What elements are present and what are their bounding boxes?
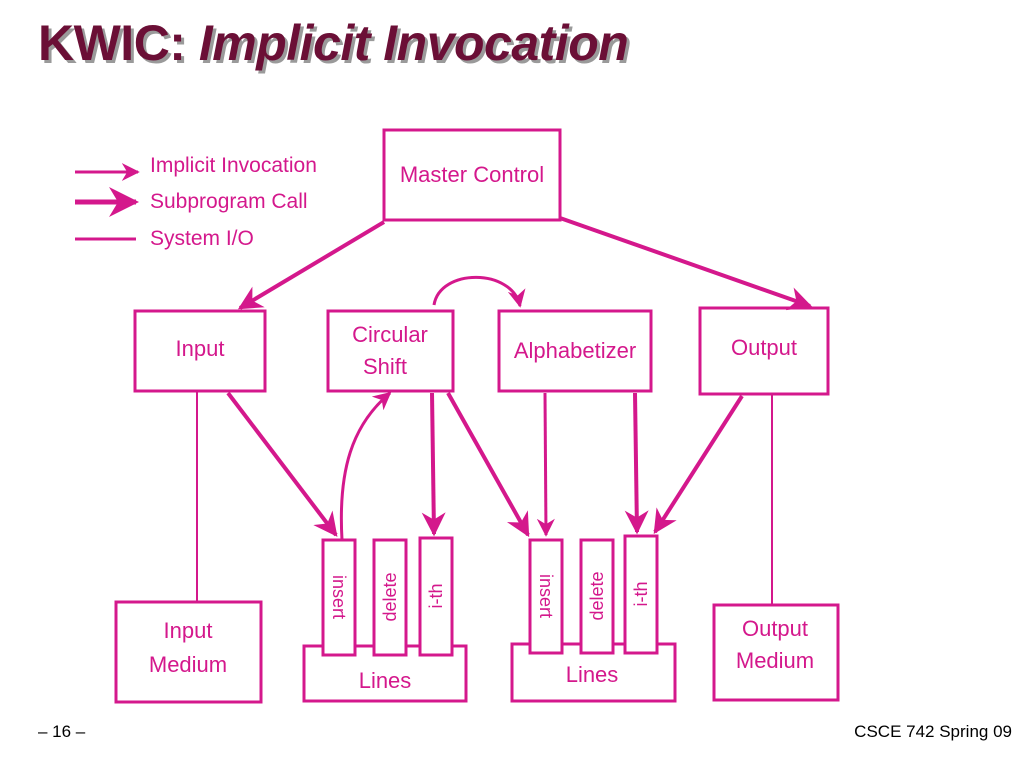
call-input-to-insert <box>226 391 338 537</box>
output-medium-label-1: Output <box>742 616 808 641</box>
lines-op-right-1: insert <box>536 574 556 618</box>
lines-op-left-3: i-th <box>426 583 446 608</box>
input-medium-label-2: Medium <box>149 652 227 677</box>
lines-op-box-left-1 <box>321 538 357 657</box>
call-shift-to-ith-left <box>421 392 446 537</box>
input-label: Input <box>176 336 225 361</box>
output-medium-box <box>712 603 840 702</box>
lines-op-right-3: i-th <box>631 581 651 606</box>
circular-shift-label-1: Circular <box>352 322 428 347</box>
master-control-box <box>382 128 562 222</box>
input-medium-label-1: Input <box>164 618 213 643</box>
call-master-to-input <box>237 220 386 310</box>
output-box <box>698 306 830 396</box>
legend: Implicit Invocation Subprogram Call Syst… <box>75 154 317 250</box>
page-title: KWIC: Implicit Invocation <box>38 14 629 72</box>
circular-shift-box <box>326 309 455 393</box>
lines-op-left-2: delete <box>380 572 400 621</box>
alphabetizer-label: Alphabetizer <box>514 338 636 363</box>
master-control-label: Master Control <box>400 162 544 187</box>
call-shift-to-insert-right <box>446 392 530 538</box>
call-output-to-ith-right <box>653 394 744 535</box>
input-box <box>133 309 267 393</box>
lines-op-box-right-1 <box>528 538 564 655</box>
output-label: Output <box>731 335 797 360</box>
title-prefix: KWIC: <box>38 15 186 71</box>
page-number: – 16 – <box>38 722 86 741</box>
lines-op-box-right-2 <box>579 538 615 655</box>
course-label: CSCE 742 Spring 09 <box>854 722 1012 741</box>
lines-op-box-right-3 <box>623 534 659 655</box>
circular-shift-label-2: Shift <box>363 354 407 379</box>
lines-module-left: Lines insert delete i-th <box>302 536 468 703</box>
lines-op-right-2: delete <box>587 571 607 620</box>
lines-module-right: Lines insert delete i-th <box>510 534 677 703</box>
legend-subprogram-label: Subprogram Call <box>150 190 308 213</box>
call-alphabetizer-to-ith-right <box>624 392 649 535</box>
lines-op-left-1: insert <box>329 575 349 619</box>
lines-label-right: Lines <box>566 662 619 687</box>
title-emphasis: Implicit Invocation <box>198 15 629 71</box>
output-medium-label-2: Medium <box>736 648 814 673</box>
implicit-shift-to-alphabetizer <box>432 276 526 308</box>
call-alphabetizer-to-insert-right <box>536 392 555 537</box>
alphabetizer-box <box>497 309 653 393</box>
lines-label-left: Lines <box>359 668 412 693</box>
lines-op-box-left-2 <box>372 538 408 657</box>
lines-op-box-left-3 <box>418 536 454 657</box>
legend-io-label: System I/O <box>150 227 254 250</box>
legend-implicit-label: Implicit Invocation <box>150 154 317 177</box>
input-medium-box <box>114 600 263 704</box>
call-master-to-output <box>559 216 813 311</box>
implicit-insert-to-shift <box>339 391 392 541</box>
